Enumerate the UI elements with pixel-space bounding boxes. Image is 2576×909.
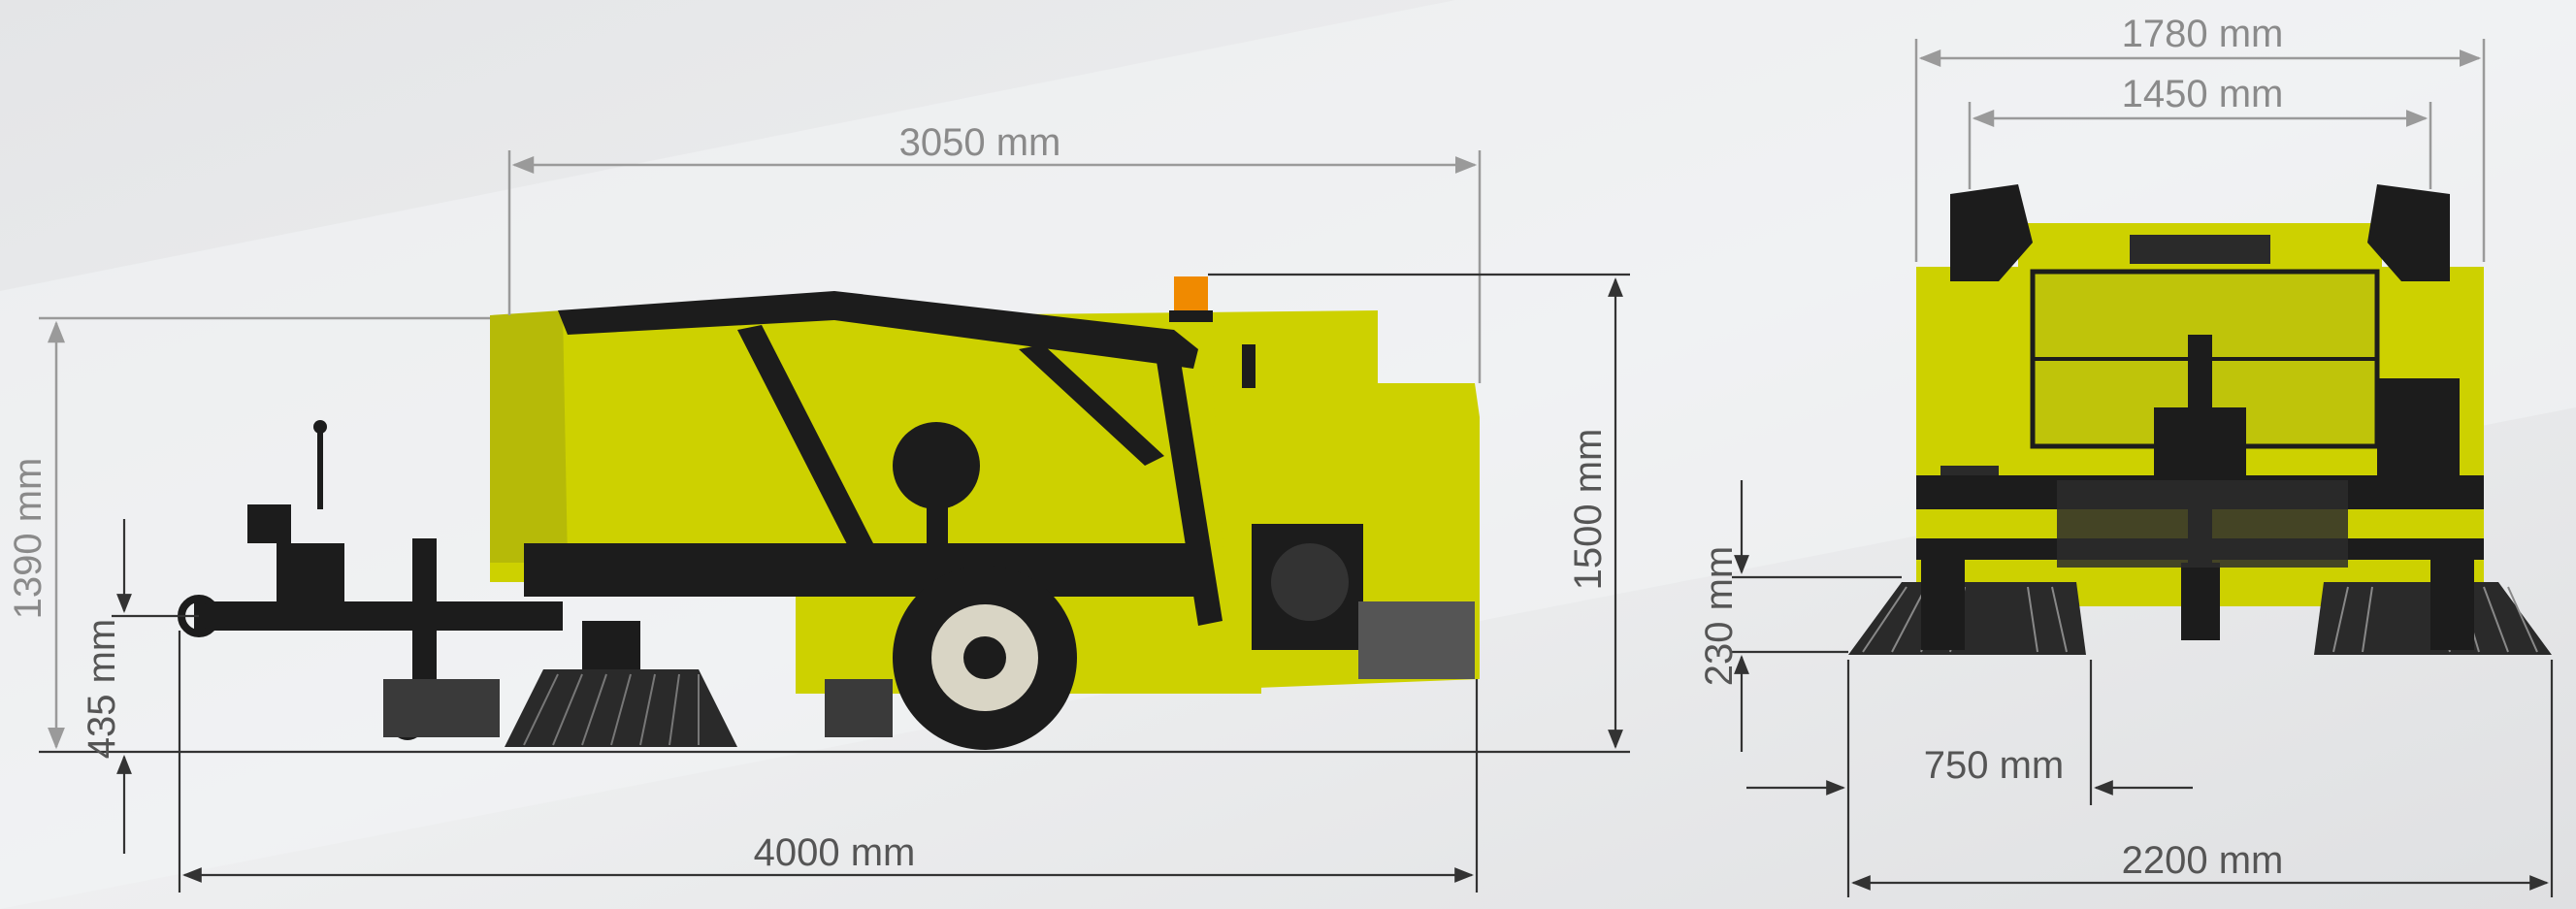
- side-chassis-beam: [524, 543, 1203, 597]
- side-beacon-icon: [1174, 276, 1208, 315]
- dim-side-top-length-label: 3050 mm: [899, 121, 1061, 164]
- side-front-grille: [1358, 601, 1475, 679]
- rear-right-brush-arm: [2430, 553, 2474, 650]
- dim-rear-outer-width-label: 1780 mm: [2122, 13, 2284, 55]
- rear-right-hinge: [2367, 184, 2450, 281]
- side-strut-2: [1155, 349, 1223, 626]
- side-wheel-hub: [963, 636, 1006, 679]
- side-mirror-post: [1242, 344, 1255, 388]
- side-strut-1: [737, 325, 873, 548]
- rear-right-equipment: [2377, 378, 2460, 475]
- side-drawbar: [194, 601, 563, 631]
- side-hose-reel-post: [927, 466, 948, 543]
- side-front-skid: [383, 679, 500, 737]
- side-hitch-knob: [313, 420, 327, 434]
- side-hitch-body: [277, 543, 344, 631]
- rear-left-hinge: [1950, 184, 2033, 281]
- dim-side-bottom-length-label: 4000 mm: [754, 831, 916, 874]
- side-brush-bristles: [523, 673, 700, 746]
- side-top-frame: [558, 291, 1198, 369]
- dim-rear-inner-width-label: 1450 mm: [2122, 73, 2284, 115]
- rear-view: 1780 mm 1450 mm 230 mm 750 mm 2200 mm: [1698, 13, 2554, 897]
- side-strut-3: [1019, 344, 1164, 466]
- rear-axle-housing: [2057, 480, 2348, 568]
- side-view: 3050 mm 4000 mm 1390 mm 435 mm 1500 mm: [7, 121, 1630, 893]
- rear-center-leg: [2181, 563, 2220, 640]
- side-rear-cap: [490, 310, 568, 563]
- side-jack-post: [412, 538, 437, 684]
- dim-side-rear-height-label: 1390 mm: [7, 458, 49, 620]
- dim-side-total-height-label: 1500 mm: [1567, 429, 1610, 591]
- side-rear-skid: [825, 679, 893, 737]
- dim-side-drawbar-height-label: 435 mm: [81, 619, 123, 760]
- rear-brand-plate: [2130, 235, 2270, 264]
- rear-left-brush-arm: [1921, 553, 1965, 650]
- dim-rear-brush-width-label: 2200 mm: [2122, 839, 2284, 882]
- side-hitch-block: [247, 504, 291, 543]
- dim-rear-brush-height-label: 230 mm: [1698, 546, 1741, 687]
- rear-left-brush: [1848, 582, 2086, 655]
- side-brush-mount: [582, 621, 640, 669]
- side-engine-fan: [1271, 543, 1349, 621]
- side-beacon-base: [1169, 310, 1213, 322]
- dim-rear-brush-offset-label: 750 mm: [1924, 744, 2065, 787]
